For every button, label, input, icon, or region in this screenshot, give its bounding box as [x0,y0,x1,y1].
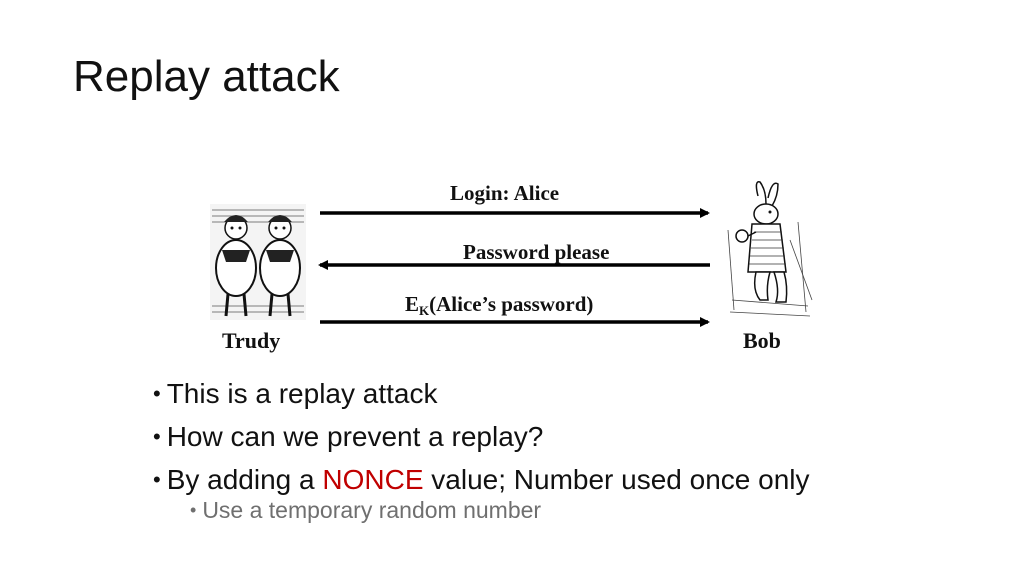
bullet-list: •This is a replay attack •How can we pre… [153,372,810,501]
message-encrypted-password-label: EK(Alice’s password) [405,292,593,319]
bullet-dot-icon: • [153,424,161,449]
bullet-text: How can we prevent a replay? [167,421,544,452]
bullet-text: By adding a [167,464,323,495]
bullet-item: •This is a replay attack [153,372,810,415]
key-subscript: K [419,303,429,318]
encryption-symbol: E [405,292,419,316]
sub-bullet-text: Use a temporary random number [202,497,541,523]
bullet-text-continued: value; Number used once only [424,464,810,495]
white-rabbit-illustration [728,182,812,316]
sub-bullet-item: • Use a temporary random number [190,497,541,524]
bullet-item: •By adding a NONCE value; Number used on… [153,458,810,501]
message-password-please-label: Password please [463,240,609,265]
bullet-item: •How can we prevent a replay? [153,415,810,458]
sub-bullet-dot-icon: • [190,500,196,520]
bullet-text: This is a replay attack [167,378,438,409]
message-login-label: Login: Alice [450,181,559,206]
encrypted-payload: (Alice’s password) [429,292,593,316]
tweedledum-tweedledee-illustration [210,204,306,320]
bullet-dot-icon: • [153,467,161,492]
trudy-label: Trudy [222,328,280,354]
bob-label: Bob [743,328,781,354]
nonce-highlight: NONCE [322,464,423,495]
bullet-dot-icon: • [153,381,161,406]
